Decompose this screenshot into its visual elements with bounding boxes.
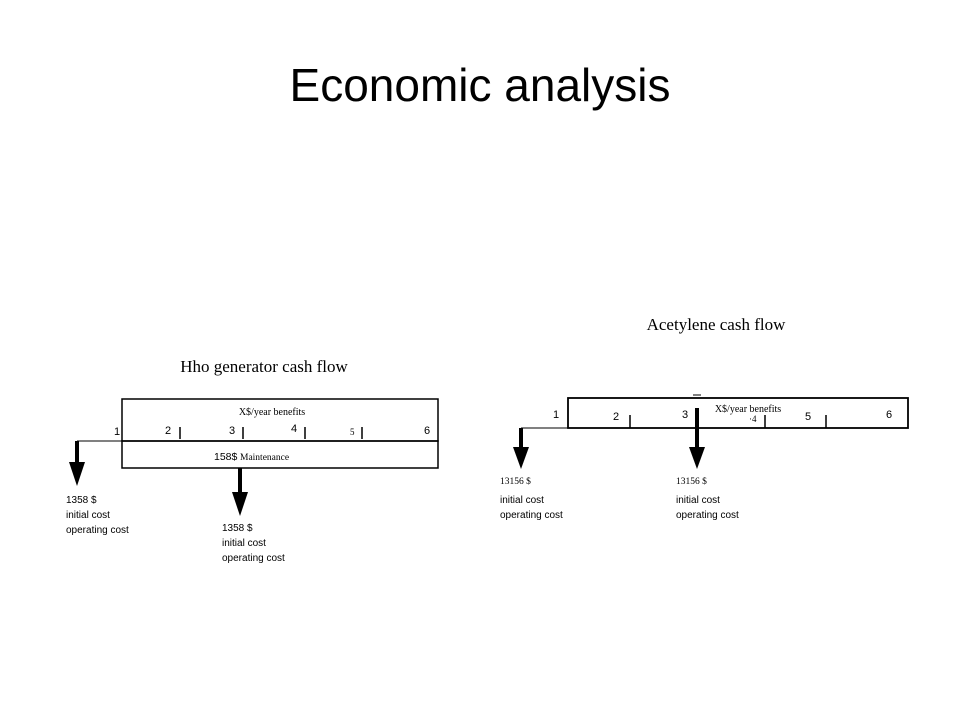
acetylene-year-4: ·4 xyxy=(749,414,757,424)
acetylene-benefits-label: X$/year benefits xyxy=(715,404,781,415)
hho-maintenance-box xyxy=(121,440,439,469)
acetylene-outflow-2-line2: operating cost xyxy=(676,510,739,521)
acetylene-outflow-1-line1: initial cost xyxy=(500,495,544,506)
acetylene-outflow-2-line1: initial cost xyxy=(676,495,720,506)
acetylene-year-2: 2 xyxy=(613,411,619,423)
hho-outflow-2-line1: initial cost xyxy=(222,538,266,549)
hho-diagram: Hho generator cash flow X$/year benefits… xyxy=(66,357,439,564)
acetylene-year-6: 6 xyxy=(886,409,892,421)
hho-tick-marks xyxy=(179,427,363,439)
hho-year-1: 1 xyxy=(114,426,120,438)
acetylene-diagram: Acetylene cash flow X$/year benefits 1 2… xyxy=(500,315,909,521)
acetylene-title: Acetylene cash flow xyxy=(647,315,786,334)
slide-title: Economic analysis xyxy=(289,59,671,111)
acetylene-outflow-2-amount: 13156 $ xyxy=(676,476,707,487)
hho-outflow-2-line2: operating cost xyxy=(222,553,285,564)
acetylene-benefits-box xyxy=(567,397,909,429)
hho-outflow-2-amount: 1358 $ xyxy=(222,523,253,534)
acetylene-year-1: 1 xyxy=(553,409,559,421)
acetylene-year-5: 5 xyxy=(805,411,811,423)
hho-year-2: 2 xyxy=(165,425,171,437)
hho-maintenance-label: Maintenance xyxy=(240,453,289,463)
hho-outflow-1-amount: 1358 $ xyxy=(66,495,97,506)
acetylene-arrow-2-head xyxy=(689,447,705,469)
hho-year-5: 5 xyxy=(350,427,355,437)
acetylene-year-3: 3 xyxy=(682,409,688,421)
acetylene-outflow-1-amount: 13156 $ xyxy=(500,476,531,487)
hho-outflow-1-line1: initial cost xyxy=(66,510,110,521)
acetylene-arrow-1-head xyxy=(513,447,529,469)
hho-title: Hho generator cash flow xyxy=(180,357,348,376)
acetylene-tick-marks xyxy=(629,415,827,428)
hho-year-6: 6 xyxy=(424,425,430,437)
hho-outflow-1-line2: operating cost xyxy=(66,525,129,536)
acetylene-outflow-1-line2: operating cost xyxy=(500,510,563,521)
hho-benefits-label: X$/year benefits xyxy=(239,407,305,418)
hho-year-3: 3 xyxy=(229,425,235,437)
hho-year-4: 4 xyxy=(291,423,297,435)
hho-maintenance-amount: 158$ xyxy=(214,451,238,463)
hho-arrow-2-head xyxy=(232,492,248,516)
hho-arrow-1-head xyxy=(69,462,85,486)
